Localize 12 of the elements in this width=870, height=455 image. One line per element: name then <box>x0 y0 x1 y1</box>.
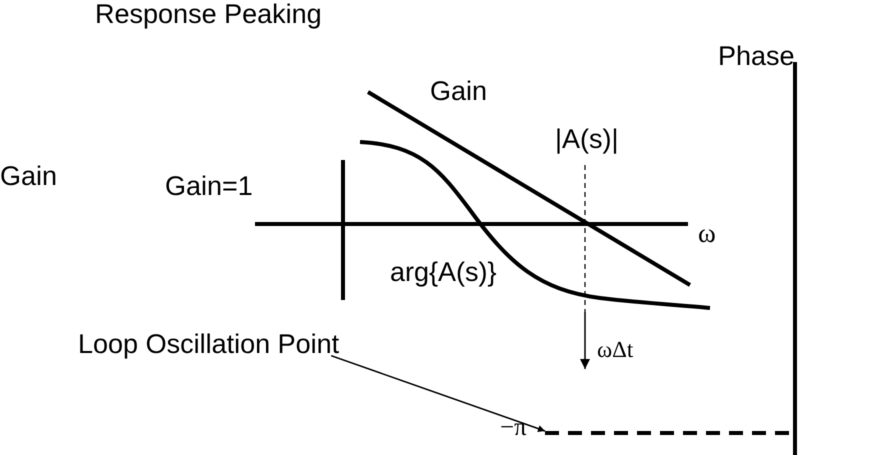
curve-label: |A(s)| <box>555 125 619 155</box>
dimension-label: ωΔt <box>597 337 634 362</box>
leader-line <box>330 354 546 432</box>
curve-label: Gain <box>430 77 488 107</box>
axis-label: Phase <box>718 42 795 72</box>
axis-label: ω <box>698 219 716 249</box>
axis-label: Gain=1 <box>165 172 253 202</box>
axis-label: −π <box>500 414 527 442</box>
curve-label: arg{A(s)} <box>390 258 497 288</box>
callout-text: Loop Oscillation Point <box>78 330 340 360</box>
axis-label: Gain <box>0 162 58 192</box>
title: Response Peaking <box>95 0 322 30</box>
